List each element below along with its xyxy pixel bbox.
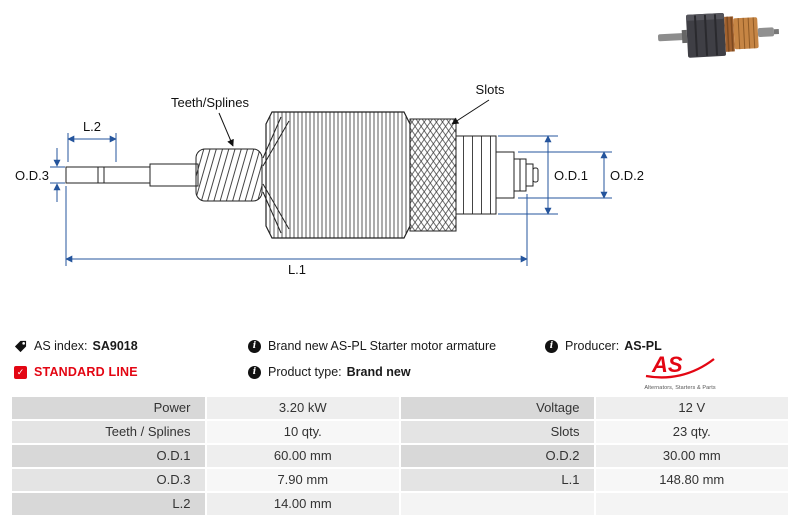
winding-knurl xyxy=(409,118,457,232)
spec-value: 7.90 mm xyxy=(206,469,399,491)
spec-value: 148.80 mm xyxy=(595,469,788,491)
commutator xyxy=(455,135,497,215)
spec-value: 12 V xyxy=(595,397,788,419)
photo-shaft-right xyxy=(757,27,775,38)
splines-section xyxy=(195,148,263,202)
label-od2: O.D.2 xyxy=(610,168,644,183)
brand-logo-subtext: Alternators, Starters & Parts xyxy=(644,385,716,391)
product-type-label: Product type: xyxy=(268,365,342,379)
spec-label: Power xyxy=(12,397,205,419)
spec-table: Power 3.20 kW Voltage 12 V Teeth / Splin… xyxy=(12,397,788,515)
shaft-step xyxy=(149,163,199,187)
standard-line-badge: ✓ STANDARD LINE xyxy=(14,364,138,380)
spec-label-empty xyxy=(401,493,594,515)
brand-logo-swoosh xyxy=(645,358,715,379)
as-index-value: SA9018 xyxy=(92,339,138,353)
spec-value: 60.00 mm xyxy=(206,445,399,467)
spec-label: Teeth / Splines xyxy=(12,421,205,443)
spec-value: 23 qty. xyxy=(595,421,788,443)
dimension-lines xyxy=(50,133,612,266)
leader-lines xyxy=(218,99,490,147)
spec-label: Voltage xyxy=(401,397,594,419)
shaft-tip-cap xyxy=(532,167,539,183)
product-description: i Brand new AS-PL Starter motor armature xyxy=(248,338,496,354)
photo-collar xyxy=(681,29,688,44)
label-l2: L.2 xyxy=(83,119,101,134)
spec-value: 10 qty. xyxy=(206,421,399,443)
tag-icon xyxy=(14,340,27,353)
spec-value: 3.20 kW xyxy=(206,397,399,419)
as-index: AS index: SA9018 xyxy=(14,338,138,354)
shaft-left xyxy=(65,166,151,184)
spec-label: O.D.3 xyxy=(12,469,205,491)
product-type-value: Brand new xyxy=(346,365,411,379)
producer-value: AS-PL xyxy=(624,339,662,353)
spec-label: L.2 xyxy=(12,493,205,515)
label-l1: L.1 xyxy=(288,262,306,277)
leader-slots xyxy=(451,99,490,125)
product-type: i Product type: Brand new xyxy=(248,364,411,380)
photo-shaft-left xyxy=(657,33,685,42)
as-index-label: AS index: xyxy=(34,339,88,353)
leader-teeth-splines xyxy=(218,112,234,147)
armature-outline xyxy=(65,111,539,239)
producer: i Producer: AS-PL xyxy=(545,338,662,354)
standard-line-text: STANDARD LINE xyxy=(34,365,138,379)
shaft-collar xyxy=(495,151,515,199)
photo-shaft-tip xyxy=(773,29,780,35)
label-slots: Slots xyxy=(476,82,505,97)
info-icon: i xyxy=(248,339,261,353)
spec-label: O.D.1 xyxy=(12,445,205,467)
spec-value: 14.00 mm xyxy=(206,493,399,515)
spec-value-empty xyxy=(595,493,788,515)
spec-label: Slots xyxy=(401,421,594,443)
laminated-core xyxy=(265,111,411,239)
info-icon: i xyxy=(545,339,558,353)
product-photo-thumbnail xyxy=(657,12,780,58)
brand-logo-text: AS xyxy=(651,352,683,377)
label-od1: O.D.1 xyxy=(554,168,588,183)
check-icon: ✓ xyxy=(14,365,27,379)
brand-logo-mark: AS xyxy=(645,352,715,379)
spec-label: L.1 xyxy=(401,469,594,491)
brand-logo: AS Alternators, Starters & Parts xyxy=(640,352,720,391)
spec-label: O.D.2 xyxy=(401,445,594,467)
description-text: Brand new AS-PL Starter motor armature xyxy=(268,339,497,353)
technical-drawing: Teeth/Splines Slots L.2 O.D.3 O.D.1 O.D.… xyxy=(15,82,644,277)
info-icon: i xyxy=(248,365,261,379)
producer-label: Producer: xyxy=(565,339,620,353)
label-teeth-splines: Teeth/Splines xyxy=(171,95,250,110)
spec-value: 30.00 mm xyxy=(595,445,788,467)
shaft-tip xyxy=(525,163,534,187)
label-od3: O.D.3 xyxy=(15,168,49,183)
